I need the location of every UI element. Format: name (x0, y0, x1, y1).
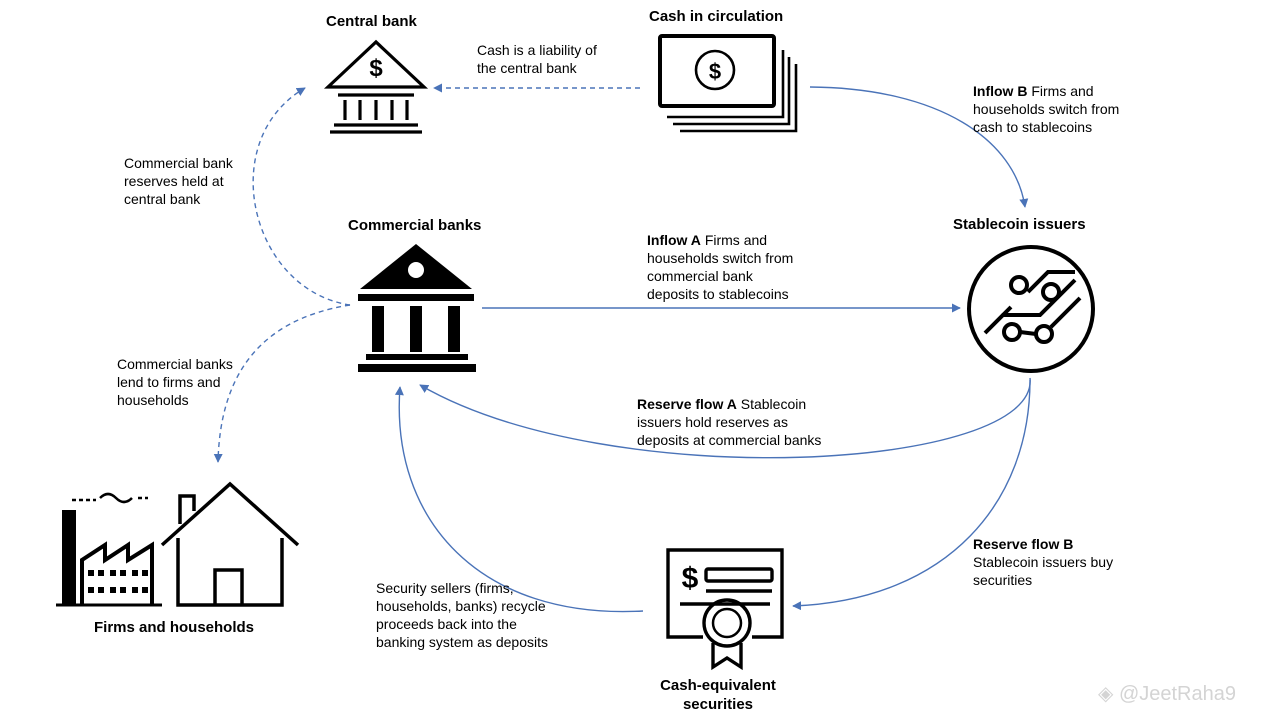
cash-equivalent-title: Cash-equivalent securities (660, 677, 776, 713)
arrow-reserve-flow-b (792, 379, 1031, 611)
svg-text:$: $ (709, 59, 721, 84)
house-icon (160, 481, 300, 607)
reserve-flow-b-label: Reserve flow B Stablecoin issuers buy se… (973, 536, 1114, 588)
certificate-icon: $ (666, 548, 784, 671)
arrow-security-sellers (394, 386, 644, 613)
svg-text:$: $ (369, 55, 383, 82)
reserve-flow-a-label: Reserve flow A Stablecoin issuers hold r… (637, 396, 822, 448)
bank-icon: $ (323, 39, 429, 134)
arrow-reserve-flow-a (419, 377, 1031, 459)
banks-lend-label: Commercial banks lend to firms and house… (117, 356, 233, 408)
stablecoin-issuers-title: Stablecoin issuers (953, 216, 1086, 233)
cash-in-circulation-title: Cash in circulation (649, 8, 784, 25)
circuit-icon (967, 245, 1095, 373)
cash-liability-label: Cash is a liability of the central bank (477, 42, 597, 76)
classical-bank-icon (358, 244, 476, 372)
banknote-stack-icon: $ (658, 34, 798, 133)
security-sellers-label: Security sellers (firms, households, ban… (376, 580, 548, 650)
watermark-diamond-icon: ◈ (1098, 683, 1114, 705)
arrow-inflow-b (809, 86, 1029, 208)
firms-households-title: Firms and households (94, 619, 255, 636)
commercial-banks-title: Commercial banks (348, 217, 482, 234)
svg-text:$: $ (682, 562, 699, 595)
central-bank-title: Central bank (326, 13, 417, 30)
arrow-banks-lend (213, 304, 351, 463)
factory-icon (56, 492, 162, 607)
watermark: ◈ @JeetRaha9 (1098, 683, 1236, 705)
inflow-b-label: Inflow B Firms and households switch fro… (973, 83, 1120, 135)
arrow-reserves-to-central-bank (252, 87, 351, 306)
inflow-a-label: Inflow A Firms and households switch fro… (647, 232, 794, 302)
reserves-held-label: Commercial bank reserves held at central… (124, 155, 233, 207)
